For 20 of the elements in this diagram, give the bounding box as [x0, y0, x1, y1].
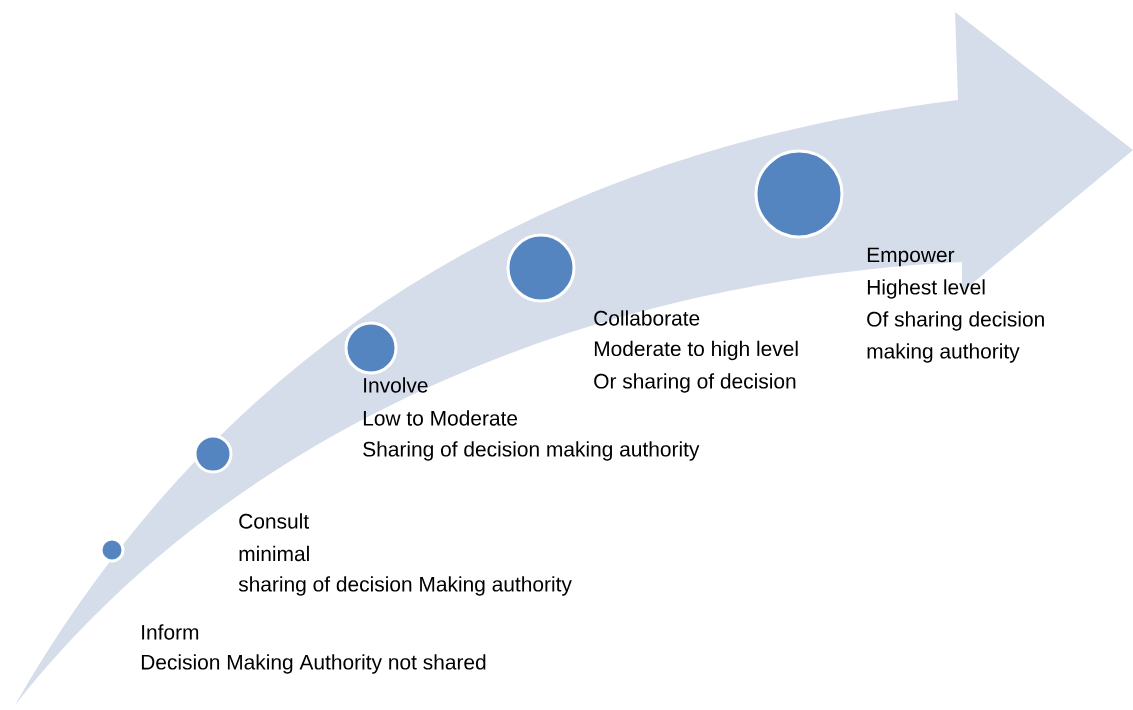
circle-marker — [506, 233, 576, 303]
step-title: Empower — [867, 247, 955, 267]
step-title: Involve — [364, 377, 428, 393]
circle-marker — [344, 321, 398, 375]
step-description: Sharing of decision making authority — [363, 441, 700, 461]
step-description: sharing of decision Making authority — [238, 576, 572, 596]
step-description: Low to Moderate — [363, 410, 518, 426]
step-description: making authority — [867, 343, 1020, 363]
step-description: Of sharing decision — [867, 311, 1044, 331]
step-description: Decision Making Authority not shared — [141, 654, 486, 674]
step-description: Or sharing of decision — [594, 373, 796, 393]
step-title: Inform — [142, 624, 199, 640]
circle-marker — [754, 149, 844, 239]
step-description: minimal — [239, 545, 309, 562]
step-title: Consult — [239, 513, 309, 529]
circle-marker — [99, 537, 125, 563]
step-title: Collaborate — [594, 310, 700, 326]
step-description: Highest level — [867, 279, 985, 299]
circle-marker — [193, 434, 233, 474]
step-description: Moderate to high level — [594, 340, 798, 361]
